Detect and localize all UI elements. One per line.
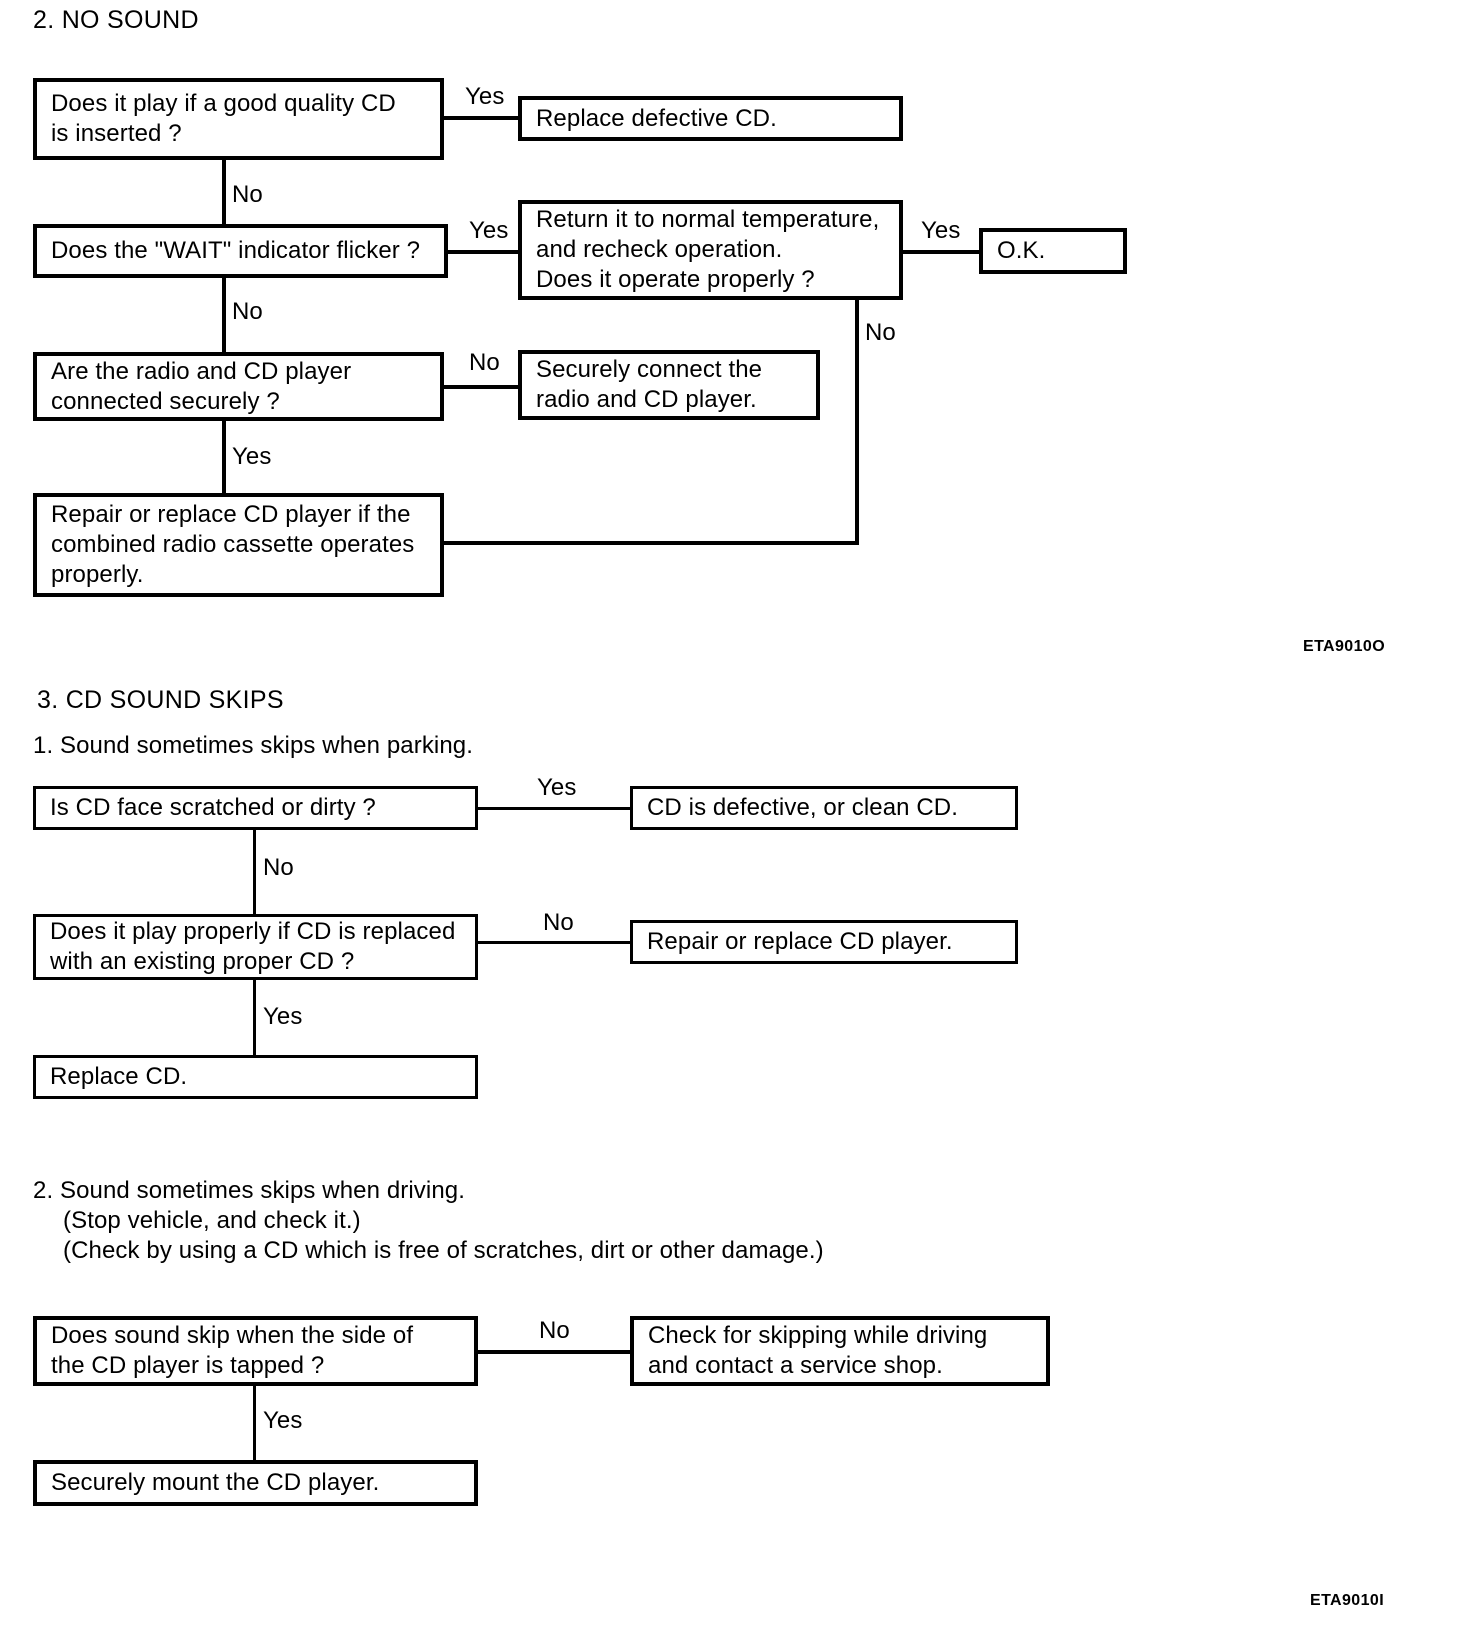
subsection-title-parking: 1. Sound sometimes skips when parking. (33, 732, 474, 759)
edge-label-scratched-yes: Yes (534, 775, 580, 801)
figure-code-cd-sound-skips: ETA9010I (1310, 1592, 1385, 1609)
subsection-note-check-cd: (Check by using a CD which is free of sc… (63, 1237, 824, 1264)
connector-good-cd-no (222, 160, 226, 224)
box-q-wait-flicker-text: Does the "WAIT" indicator flicker ? (51, 237, 421, 264)
edge-label-wait-no: No (229, 299, 266, 325)
box-a-repair[interactable]: Repair or replace CD player. (630, 920, 1018, 964)
connector-tapped-no (478, 1350, 630, 1354)
edge-label-temp-no: No (862, 320, 899, 346)
box-q-good-cd[interactable]: Does it play if a good quality CD is ins… (33, 78, 444, 160)
box-q-side-tapped[interactable]: Does sound skip when the side of the CD … (33, 1316, 478, 1386)
section-heading-cd-sound-skips: 3. CD SOUND SKIPS (37, 686, 284, 714)
box-a-ok[interactable]: O.K. (979, 228, 1127, 274)
connector-temp-yes (902, 250, 980, 254)
box-a-mount[interactable]: Securely mount the CD player. (33, 1460, 478, 1506)
figure-code-no-sound: ETA9010O (1303, 638, 1386, 655)
box-a-check-shop[interactable]: Check for skipping while driving and con… (630, 1316, 1050, 1386)
edge-label-wait-yes: Yes (466, 218, 512, 244)
connector-scratched-yes (478, 807, 630, 810)
box-q-side-tapped-text: Does sound skip when the side of the CD … (51, 1322, 414, 1379)
connector-play-yes (253, 980, 256, 1055)
connector-tapped-yes (253, 1386, 256, 1460)
subsection-title-driving: 2. Sound sometimes skips when driving. (33, 1177, 466, 1204)
subsection-note-stop-vehicle: (Stop vehicle, and check it.) (63, 1207, 361, 1234)
edge-label-scratched-no: No (260, 855, 297, 881)
connector-good-cd-yes (444, 116, 524, 120)
edge-label-tapped-yes: Yes (260, 1408, 306, 1434)
box-q-play-proper[interactable]: Does it play properly if CD is replaced … (33, 914, 478, 980)
connector-wait-yes (448, 250, 520, 254)
box-a-securely-connect-text: Securely connect the radio and CD player… (536, 356, 763, 413)
box-a-repair-replace-text: Repair or replace CD player if the combi… (51, 501, 415, 588)
box-a-replace-cd-parking-text: Replace CD. (50, 1063, 188, 1090)
section-heading-no-sound: 2. NO SOUND (33, 6, 199, 34)
connector-wait-no (222, 278, 226, 352)
edge-label-good-cd-yes: Yes (462, 84, 508, 110)
box-a-replace-cd-text: Replace defective CD. (536, 104, 777, 132)
edge-label-connected-yes: Yes (229, 444, 275, 470)
box-a-ok-text: O.K. (997, 237, 1046, 264)
connector-temp-no-horizontal (444, 541, 859, 545)
box-q-connected-text: Are the radio and CD player connected se… (51, 357, 352, 415)
edge-label-play-yes: Yes (260, 1004, 306, 1030)
connector-scratched-no (253, 830, 256, 914)
connector-temp-no-vertical (855, 300, 859, 545)
edge-label-good-cd-no: No (229, 182, 266, 208)
box-a-mount-text: Securely mount the CD player. (51, 1469, 380, 1496)
box-q-scratched-text: Is CD face scratched or dirty ? (50, 794, 376, 821)
box-a-repair-text: Repair or replace CD player. (647, 928, 953, 955)
edge-label-connected-no: No (466, 350, 503, 376)
box-q-scratched[interactable]: Is CD face scratched or dirty ? (33, 786, 478, 830)
edge-label-tapped-no: No (536, 1318, 573, 1344)
box-a-replace-cd-parking[interactable]: Replace CD. (33, 1055, 478, 1099)
box-a-defective-text: CD is defective, or clean CD. (647, 794, 959, 821)
box-q-connected[interactable]: Are the radio and CD player connected se… (33, 352, 444, 421)
box-q-wait-flicker[interactable]: Does the "WAIT" indicator flicker ? (33, 224, 448, 278)
box-a-defective[interactable]: CD is defective, or clean CD. (630, 786, 1018, 830)
box-a-check-shop-text: Check for skipping while driving and con… (648, 1322, 988, 1379)
box-a-replace-cd[interactable]: Replace defective CD. (518, 96, 903, 141)
edge-label-play-no: No (540, 910, 577, 936)
box-q-good-cd-text: Does it play if a good quality CD is ins… (51, 90, 396, 147)
box-q-normal-temp-text: Return it to normal temperature, and rec… (536, 206, 880, 293)
connector-connected-yes (222, 421, 226, 493)
connector-play-no (478, 941, 630, 944)
box-q-play-proper-text: Does it play properly if CD is replaced … (50, 918, 456, 975)
connector-connected-no (444, 385, 520, 389)
edge-label-temp-yes: Yes (918, 218, 964, 244)
box-a-repair-replace[interactable]: Repair or replace CD player if the combi… (33, 493, 444, 597)
box-a-securely-connect[interactable]: Securely connect the radio and CD player… (518, 350, 820, 420)
box-q-normal-temp[interactable]: Return it to normal temperature, and rec… (518, 200, 903, 300)
